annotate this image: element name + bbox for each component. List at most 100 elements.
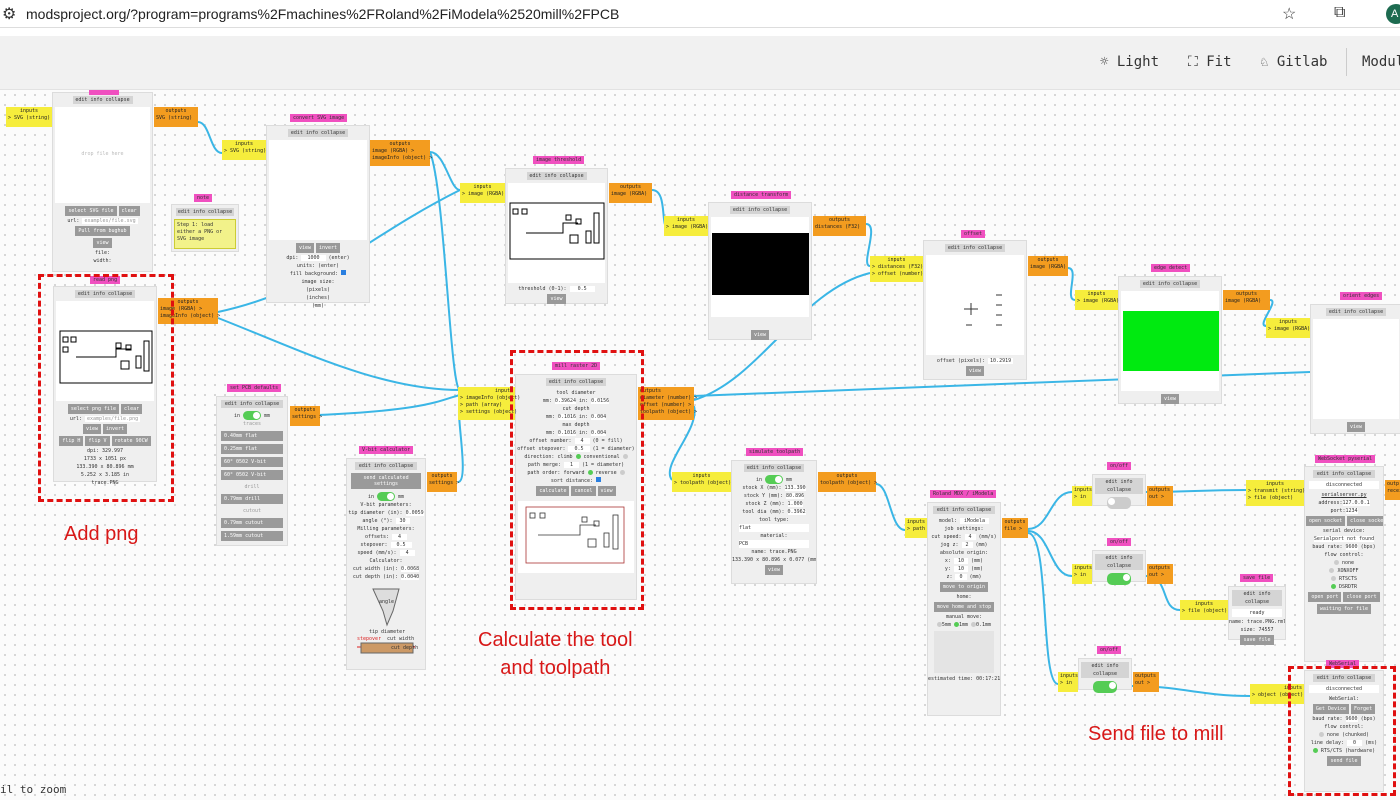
offset-input[interactable]: 10.2919 [988,358,1014,364]
flip-h-button[interactable]: flip H [59,436,84,446]
port-diameter-out[interactable]: diameter (number) > [640,395,698,401]
preset-drill[interactable]: 0.79mm drill [221,494,283,504]
roland-inputs[interactable]: inputs> path [905,518,927,538]
addr-input[interactable]: 127.0.0.1 [1342,500,1370,506]
edit-info-collapse[interactable]: edit info collapse [1232,590,1282,606]
save-inputs[interactable]: inputs> file (object) [1180,600,1228,620]
port-imageinfo-out[interactable]: imageInfo (object) > [372,155,433,161]
port-file-out[interactable]: file > [1004,526,1023,532]
tooldia-mm-input[interactable]: 0.39624 [554,398,576,404]
fit-button[interactable]: ⛶ Fit [1188,54,1232,70]
move-home-button[interactable]: move home and stop [933,602,995,612]
stocky-input[interactable]: 80.896 [786,493,805,499]
forward-radio[interactable] [587,470,593,475]
edit-info-collapse[interactable]: edit info collapse [945,244,1005,252]
port-image-out[interactable]: image (RGBA) [1030,264,1067,270]
edit-info-collapse[interactable]: edit info collapse [730,206,790,214]
sort-checkbox[interactable] [596,477,602,482]
preset-025-flat[interactable]: 0.25mm flat [221,444,283,454]
stepover-input[interactable]: 0.5 [390,542,412,548]
address-bar[interactable]: ⚙ modsproject.org/?program=programs%2Fma… [0,0,1400,28]
port-image-out[interactable]: image (RGBA) [611,191,648,197]
jog-input[interactable]: 2 [961,542,973,548]
step-5mm-radio[interactable] [936,622,942,627]
port-svg-in[interactable]: > SVG (string) [8,115,51,121]
port-file-in[interactable]: > file (object) [1248,495,1294,501]
maxdepth-in-input[interactable]: 0.004 [591,430,607,436]
open-port-button[interactable]: open port [1308,592,1342,602]
bookmark-star-icon[interactable]: ☆ [1282,6,1297,23]
delay-input[interactable]: 0 [1347,740,1363,746]
dpi-input[interactable]: 1000 [301,255,326,261]
offnum-input[interactable]: 4 [574,438,590,444]
edit-info-collapse[interactable]: edit info collapse [1326,308,1386,316]
edit-info-collapse[interactable]: edit info collapse [1313,674,1375,682]
edit-info-collapse[interactable]: edit info collapse [176,208,234,216]
port-image-out[interactable]: image (RGBA) [1225,298,1262,304]
send-settings-button[interactable]: send calculated settings [351,473,421,489]
edit-info-collapse[interactable]: edit info collapse [1095,554,1143,570]
port-image-in[interactable]: > image (RGBA) [1077,298,1120,304]
ws-link[interactable]: serialserver.py [1321,492,1367,498]
port-toolpath-out[interactable]: toolpath (object) > [820,480,878,486]
port-image-in[interactable]: > image (RGBA) [1268,326,1311,332]
close-port-button[interactable]: close port [1343,592,1380,602]
offsets-input[interactable]: 4 [392,534,408,540]
invert-button[interactable]: invert [315,243,341,253]
view-button[interactable]: view [764,565,784,575]
port-path-in[interactable]: > path [907,526,926,532]
edit-info-collapse[interactable]: edit info collapse [1081,662,1129,678]
baud-input[interactable]: 9600 [1345,544,1358,550]
stockx-input[interactable]: 133.390 [784,485,806,491]
view-button[interactable]: view [82,424,101,434]
baud-input[interactable]: 9600 [1345,716,1358,722]
fill-checkbox[interactable] [341,270,347,275]
material-select[interactable]: PCB [739,540,809,548]
port-settings-in[interactable]: > settings (object) [460,409,518,415]
maxdepth-mm-input[interactable]: 0.1016 [557,430,576,436]
step-01mm-radio[interactable] [971,622,977,627]
extensions-icon[interactable]: ⧉ [1334,4,1346,21]
site-info-icon[interactable]: ⚙ [2,6,17,23]
edit-info-collapse[interactable]: edit info collapse [72,96,133,104]
mill-raster-inputs[interactable]: inputs> imageInfo (object)> path (array)… [458,387,520,420]
cutdepth-mm-input[interactable]: 0.1016 [557,414,576,420]
port-settings-out[interactable]: settings > [292,414,323,420]
gitlab-button[interactable]: ♘ Gitlab [1260,54,1327,70]
onoff3-inputs[interactable]: inputs> in [1058,672,1078,692]
sim-inputs[interactable]: inputs> toolpath (object) [672,472,731,492]
edit-info-collapse[interactable]: edit info collapse [933,506,995,514]
device-select[interactable]: Serialport not found [1313,536,1375,542]
websocket-outputs[interactable]: outprecei [1385,480,1400,500]
port-offset-out[interactable]: offset (number) > [640,402,692,408]
url-input[interactable]: examples/file.png [84,416,141,422]
onoff2-inputs[interactable]: inputs> in [1072,564,1092,584]
port-distances-in[interactable]: > distances (F32) [872,264,924,270]
port-image-in[interactable]: > image (RGBA) [462,191,505,197]
flow-rts-radio[interactable] [1312,748,1318,753]
edit-info-collapse[interactable]: edit info collapse [288,129,348,137]
flow-none-radio[interactable] [1333,560,1339,565]
view-button[interactable]: view [965,366,985,376]
port-toolpath-out[interactable]: toolpath (object) > [640,409,698,415]
save-file-button[interactable]: save file [1240,635,1274,645]
angle-input[interactable]: 30 [395,518,410,524]
threshold-inputs[interactable]: inputs> image (RGBA) [460,183,505,203]
port-transmit-in[interactable]: > transmit (string) [1248,488,1306,494]
port-image-out[interactable]: image (RGBA) > [160,306,203,312]
port-out[interactable]: out > [1149,572,1165,578]
flow-xon-radio[interactable] [1329,568,1335,573]
onoff3-toggle[interactable] [1093,681,1117,693]
cancel-button[interactable]: cancel [571,486,596,496]
websocket-inputs[interactable]: inputs> transmit (string)> file (object) [1246,480,1306,506]
port-out[interactable]: out > [1135,680,1151,686]
onoff1-inputs[interactable]: inputs> in [1072,486,1092,506]
